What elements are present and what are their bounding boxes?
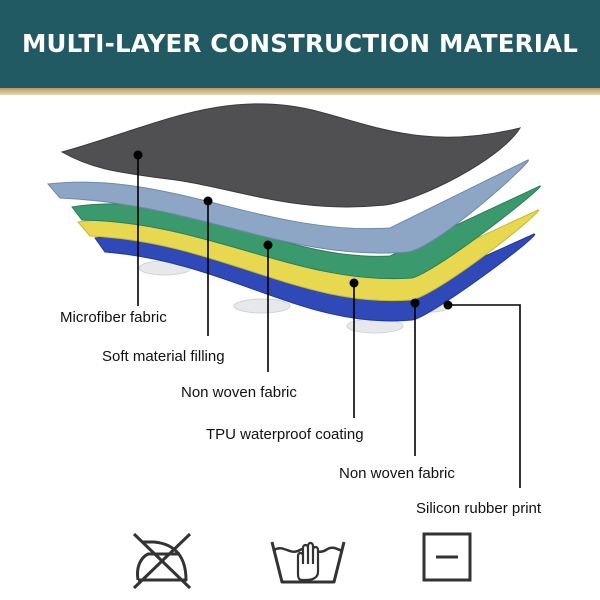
banner-title: MULTI-LAYER CONSTRUCTION MATERIAL (21, 29, 579, 58)
label-microfiber-fabric: Microfiber fabric (60, 309, 167, 326)
label-non-woven-fabric-1: Non woven fabric (181, 384, 297, 401)
leader-dots (133, 150, 453, 310)
leader-lines (137, 155, 521, 488)
label-soft-material-filling: Soft material filling (102, 348, 225, 365)
label-silicon-rubber-print: Silicon rubber print (416, 500, 542, 517)
tumble-dry-icon (422, 532, 472, 582)
gold-divider (0, 88, 600, 95)
hand-wash-icon (270, 541, 346, 584)
do-not-iron-icon (132, 532, 192, 590)
label-tpu-waterproof-coating: TPU waterproof coating (206, 426, 364, 443)
layer-grey-microfiber (60, 103, 522, 208)
title-banner (0, 0, 600, 88)
label-non-woven-fabric-2: Non woven fabric (339, 465, 455, 482)
